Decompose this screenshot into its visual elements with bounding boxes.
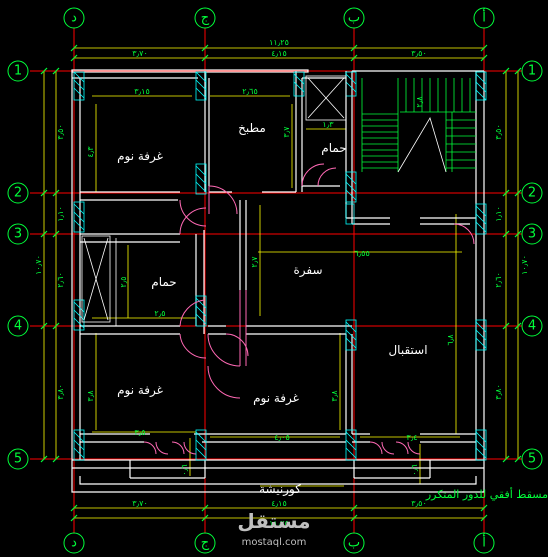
axis-label-right-2: 3 <box>528 227 536 242</box>
dim-right-seg-2: ٢٫٦٠ <box>494 272 503 288</box>
dim-left-seg-0: ٣٫٥٠ <box>56 124 65 140</box>
room-dining: سفرة <box>293 263 322 278</box>
axis-label-left-3: 4 <box>14 319 22 334</box>
axis-label-right-3: 4 <box>528 319 536 334</box>
axis-bubble-left-5 <box>7 448 29 470</box>
room-labels: غرفة نوم مطبخ حمام حمام سفرة غرفة نوم غر… <box>117 121 427 497</box>
axis-grid <box>30 26 530 540</box>
axis-bubble-right-2 <box>521 182 543 204</box>
dim-bed1-depth: ٤٫٣ <box>86 146 95 158</box>
dim-bed1-width: ٣٫١٥ <box>134 87 150 96</box>
dim-dining-width: ٦٫٥٥ <box>354 249 370 258</box>
watermark-logo: مستقل <box>237 509 310 533</box>
axis-bubble-top-a <box>473 7 495 29</box>
room-bathroom1: حمام <box>321 141 346 155</box>
dim-top-overall: ١١٫٢٥ <box>269 38 289 47</box>
walls <box>71 69 485 493</box>
dim-bath2-depth: ٢٫٥ <box>119 276 128 287</box>
axis-bubble-right-1 <box>521 60 543 82</box>
axis-bubble-top-b <box>343 7 365 29</box>
axis-bubble-bottom-a <box>473 532 495 554</box>
axis-label-top-1: ج <box>201 11 210 26</box>
dimension-ticks <box>40 44 522 522</box>
dim-right-overall: ١٠٫٧٠ <box>520 255 529 275</box>
room-corridor: كورنيشة <box>259 482 301 497</box>
room-bedroom2: غرفة نوم <box>117 383 163 398</box>
dim-right-seg-0: ٣٫٥٠ <box>494 124 503 140</box>
axis-label-top-3: أ <box>482 9 486 26</box>
dim-top-seg-2: ٣٫٥٠ <box>411 49 427 58</box>
dim-left-seg-2: ٢٫٦٠ <box>56 272 65 288</box>
axis-label-top-0: د <box>71 11 77 26</box>
dim-bottom-overall: ١١٫٢٥ <box>269 519 289 528</box>
axis-bubble-top-d <box>63 7 85 29</box>
axis-label-right-1: 2 <box>528 186 536 201</box>
axis-label-left-0: 1 <box>14 64 22 79</box>
axis-bubble-left-3 <box>7 223 29 245</box>
dimension-texts: ١١٫٢٥ ٣٫٧٠ ٤٫١٥ ٣٫٥٠ ١١٫٢٥ ٣٫٧٠ ٤٫١٥ ٣٫٥… <box>34 38 529 528</box>
axis-label-bottom-3: أ <box>482 534 486 551</box>
axis-bubble-right-4 <box>521 315 543 337</box>
axis-label-right-4: 5 <box>528 452 536 467</box>
plan-title: مسقط أفقي للدور المتكرر <box>425 487 548 501</box>
dim-reception-width: ٣٫٤ <box>406 433 417 442</box>
axis-label-left-2: 3 <box>14 227 22 242</box>
dim-right-seg-1: ١٫١٠ <box>494 206 503 222</box>
axis-label-bottom-0: د <box>71 536 77 551</box>
axis-bubble-left-2 <box>7 182 29 204</box>
dim-bed2-width: ٣٫٥ <box>134 428 145 437</box>
axis-bubble-left-1 <box>7 60 29 82</box>
watermark: مستقل mostaql.com <box>237 509 310 548</box>
dim-bath2-width: ٢٫٥ <box>154 309 165 318</box>
room-bedroom3: غرفة نوم <box>253 391 299 406</box>
dim-top-seg-0: ٣٫٧٠ <box>132 49 148 58</box>
dim-bottom-seg-1: ٤٫١٥ <box>271 499 287 508</box>
dim-bottom-seg-2: ٣٫٥٠ <box>411 499 427 508</box>
dim-bed2-depth: ٣٫٨ <box>86 390 95 402</box>
dim-balcony1: ٠٫٦ <box>180 464 189 475</box>
axis-label-bottom-2: ب <box>348 536 360 551</box>
dim-dining-depth: ٢٫٧ <box>250 256 259 268</box>
axis-label-bottom-1: ج <box>201 536 210 551</box>
dim-kitchen-width: ٢٫٦٥ <box>242 87 258 96</box>
dim-left-overall: ١٠٫٧٠ <box>34 255 43 275</box>
dim-left-seg-1: ١٫١٠ <box>56 206 65 222</box>
dimension-lines <box>43 47 519 519</box>
dim-bed3-width: ٤٫٠٥ <box>274 433 290 442</box>
axis-bubble-right-5 <box>521 448 543 470</box>
room-kitchen: مطبخ <box>238 121 266 135</box>
axis-bubbles <box>7 7 543 554</box>
axis-bubble-right-3 <box>521 223 543 245</box>
room-bathroom2: حمام <box>151 275 176 289</box>
axis-labels: د ج ب أ د ج ب أ 1 2 3 4 5 1 2 3 4 5 <box>14 9 536 551</box>
axis-label-top-2: ب <box>348 11 360 26</box>
dim-right-seg-3: ٣٫٨٠ <box>494 384 503 400</box>
staircase <box>361 78 476 173</box>
axis-label-left-4: 5 <box>14 452 22 467</box>
room-bedroom1: غرفة نوم <box>117 149 163 164</box>
axis-bubble-bottom-j <box>194 532 216 554</box>
room-reception: استقبال <box>388 343 427 357</box>
axis-label-right-0: 1 <box>528 64 536 79</box>
axis-bubble-top-j <box>194 7 216 29</box>
axis-bubble-bottom-b <box>343 532 365 554</box>
dim-left-seg-3: ٣٫٨٠ <box>56 384 65 400</box>
column-hatches <box>73 71 487 461</box>
dim-bottom-seg-0: ٣٫٧٠ <box>132 499 148 508</box>
dim-kitchen-depth: ٣٫٧ <box>282 126 291 138</box>
axis-label-left-1: 2 <box>14 186 22 201</box>
dim-reception-depth: ٦٫٨ <box>446 334 455 346</box>
axis-bubble-bottom-d <box>63 532 85 554</box>
watermark-url: mostaql.com <box>242 537 307 548</box>
dim-bath1-width: ١٫٣ <box>322 120 334 129</box>
dim-bed3-depth: ٣٫٨ <box>330 390 339 402</box>
doors <box>143 163 475 455</box>
dim-balcony2: ٠٫٦ <box>410 464 419 475</box>
axis-bubble-left-4 <box>7 315 29 337</box>
dim-stair: ٢٫٨ <box>415 96 424 108</box>
dim-top-seg-1: ٤٫١٥ <box>271 49 287 58</box>
